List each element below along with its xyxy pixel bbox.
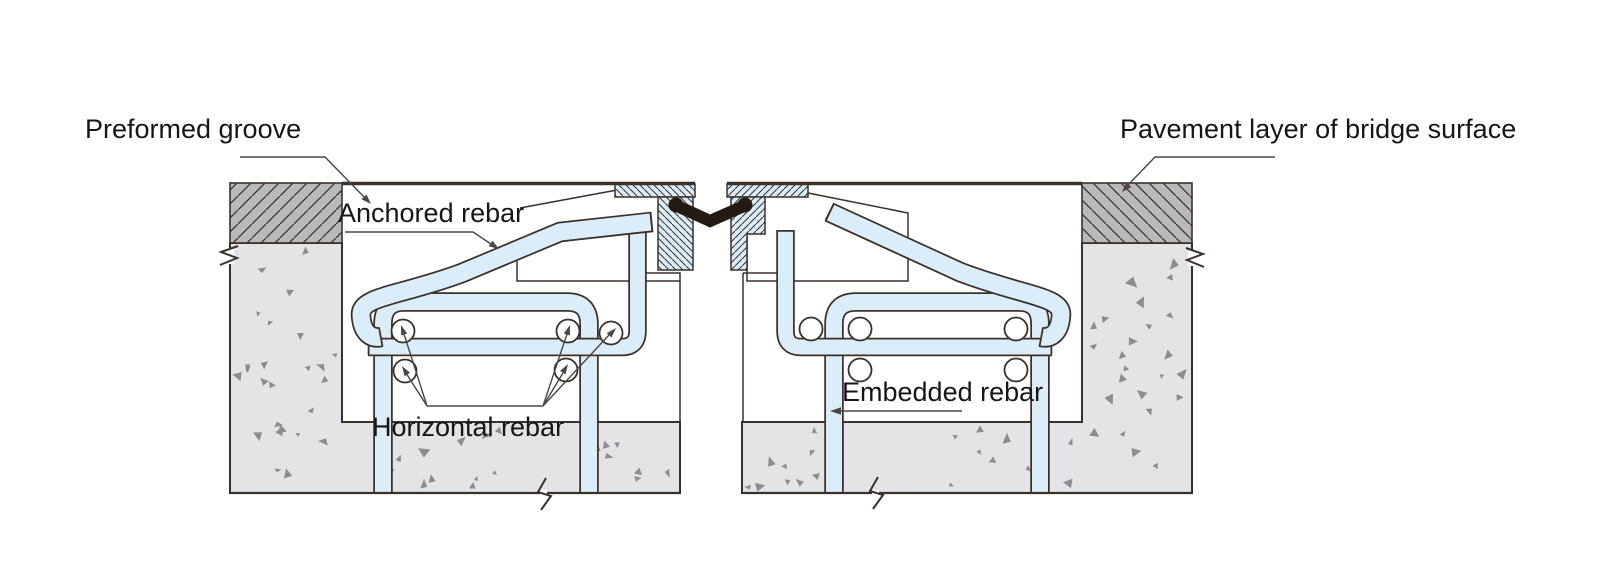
arrowhead-icon [606,328,616,338]
anchored-rebar-left [350,211,654,348]
arrowhead-icon [488,240,499,249]
break-marks [218,245,1206,511]
arrowhead-icon [1122,182,1132,192]
zigzag-break-icon [536,477,553,511]
arrowhead-icon [830,407,841,415]
arrowhead-icon [401,325,408,336]
label-anchored-rebar: Anchored rebar [338,198,524,228]
leader-horizontal-rebar [401,325,616,407]
concrete-aggregate-speckles [232,246,1187,492]
label-horizontal-rebar: Horizontal rebar [372,412,564,442]
embedded-rebar-right [824,292,1050,493]
leader-preformed-groove [240,156,371,204]
leader-embedded-rebar [830,407,962,415]
horizontal-rebar-sections-right [798,316,1029,383]
arrowhead-icon [402,366,410,377]
embedded-rebar-left [373,292,599,493]
label-pavement-layer: Pavement layer of bridge surface [1120,114,1516,144]
arrowhead-icon [560,364,568,375]
anchored-rebar-right [824,202,1072,348]
leader-pavement-layer [1122,156,1275,192]
leader-anchored-rebar [345,231,499,249]
steel-joint-profile-left [614,183,696,271]
label-embedded-rebar: Embedded rebar [842,377,1043,407]
zigzag-break-icon [1184,247,1206,268]
pavement-layer-left [229,182,343,244]
steel-joint-profile-right [726,183,809,271]
pavement-layer-right [1081,182,1193,244]
arrowhead-icon [361,194,371,204]
zigzag-break-icon [868,476,885,510]
rubber-seal [668,197,753,228]
arrowhead-icon [563,325,570,336]
label-preformed-groove: Preformed groove [85,114,301,144]
zigzag-break-icon [218,245,240,266]
